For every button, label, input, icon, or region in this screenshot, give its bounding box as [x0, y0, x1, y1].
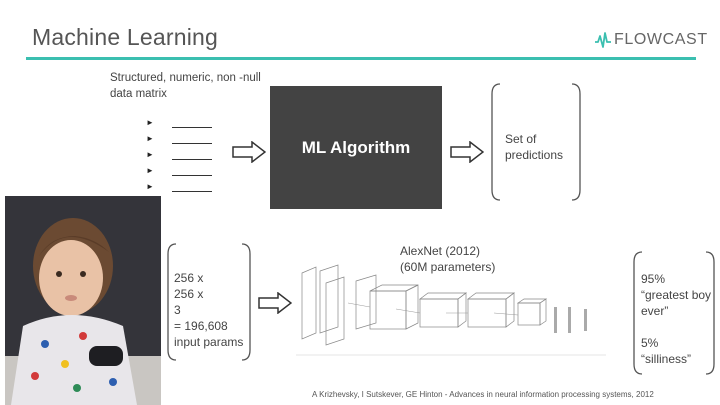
matrix-row-line — [172, 159, 212, 160]
brand-name: FLOWCAST — [614, 31, 708, 48]
flowcast-logo: FLOWCAST — [594, 30, 707, 50]
output-line: “greatest boy — [641, 288, 712, 302]
matrix-row-line — [172, 127, 212, 128]
input-params-line: = 196,608 — [174, 319, 228, 333]
output-spacer — [641, 319, 711, 335]
title-underline — [26, 57, 696, 60]
matrix-row-bullet: ► — [146, 118, 154, 127]
right-arrow-icon — [258, 292, 292, 314]
page-title: Machine Learning — [32, 24, 219, 50]
input-params-line: 256 x — [174, 287, 204, 301]
outputs-bracket — [633, 251, 715, 375]
output-line: 5% — [641, 336, 659, 350]
alexnet-params: (60M parameters) — [400, 260, 496, 274]
input-params-line: input params — [174, 335, 244, 349]
right-arrow-icon — [232, 141, 266, 163]
output-line: 95% — [641, 272, 666, 286]
matrix-row-bullet: ► — [146, 150, 154, 159]
input-params-line: 256 x — [174, 271, 204, 285]
input-data-label: Structured, numeric, non -null data matr… — [110, 72, 261, 100]
alexnet-label: AlexNet (2012) (60M parameters) — [400, 243, 495, 275]
child-photo — [5, 196, 161, 405]
ml-algorithm-label: ML Algorithm — [301, 137, 411, 157]
right-arrow-icon — [450, 141, 484, 163]
matrix-row-line — [172, 191, 212, 192]
output-line: ever” — [641, 304, 669, 318]
matrix-row-line — [172, 175, 212, 176]
predictions-bracket — [491, 83, 581, 201]
ml-algorithm-box: ML Algorithm — [270, 86, 442, 209]
predictions-label: Set of predictions — [505, 132, 564, 162]
citation: A Krizhevsky, I Sutskever, GE Hinton - A… — [312, 390, 654, 399]
matrix-row-bullet: ► — [146, 166, 154, 175]
matrix-row-line — [172, 143, 212, 144]
input-params-line: 3 — [174, 303, 181, 317]
flowcast-logo-icon — [595, 32, 611, 48]
input-params-text: 256 x 256 x 3 = 196,608 input params — [174, 270, 243, 350]
alexnet-architecture-diagram — [296, 264, 606, 356]
data-matrix: ► ► ► ► ► — [146, 118, 216, 198]
prediction-outputs: 95% “greatest boy ever” 5% “silliness” — [641, 271, 711, 367]
output-line: “silliness” — [641, 352, 692, 366]
matrix-row-bullet: ► — [146, 182, 154, 191]
matrix-row-bullet: ► — [146, 134, 154, 143]
input-params-bracket — [167, 243, 251, 361]
alexnet-title: AlexNet (2012) — [400, 244, 481, 258]
